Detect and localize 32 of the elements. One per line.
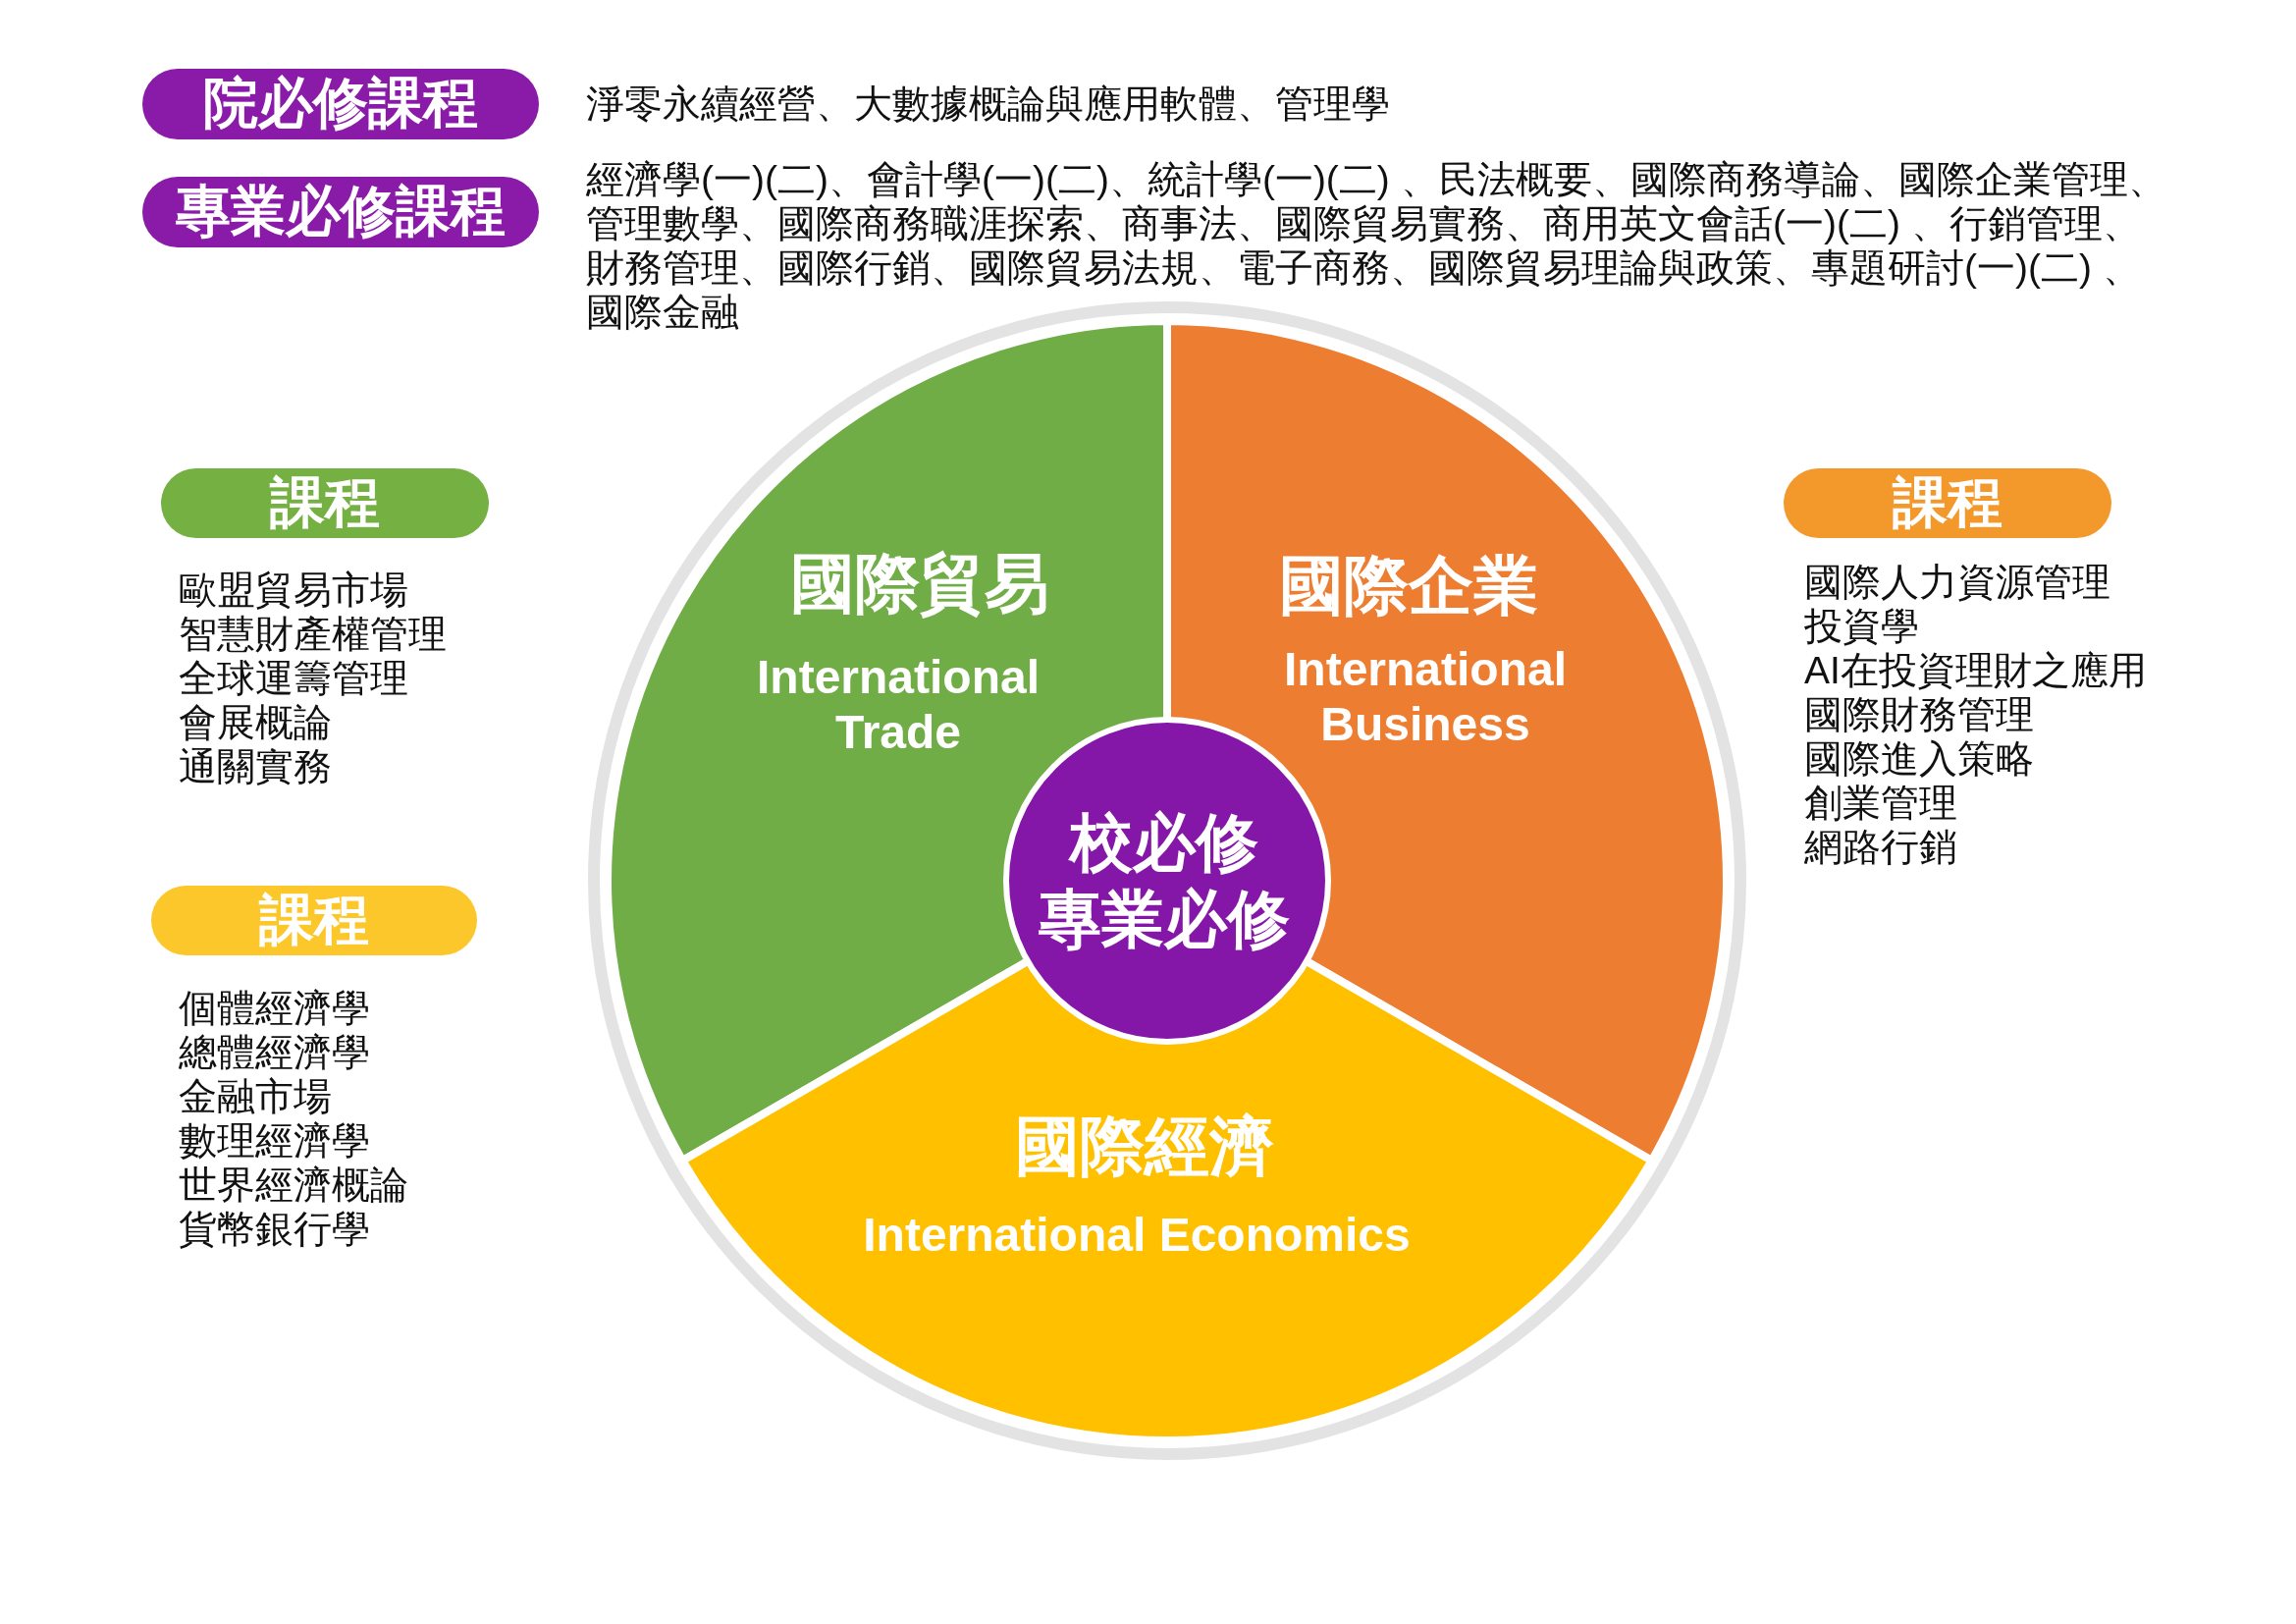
sector-subtitle: International Business	[1283, 642, 1568, 752]
sector-subtitle: International Economics	[862, 1208, 1412, 1263]
course-name: 貨幣銀行學	[179, 1207, 370, 1251]
course-name: 國際進入策略	[1804, 736, 2034, 781]
course-name: 世界經濟概論	[179, 1163, 408, 1207]
course-name: 通關實務	[179, 744, 332, 788]
category-pill: 課程	[1784, 468, 2111, 538]
course-name: 創業管理	[1804, 781, 1957, 825]
sector-subtitle: International Trade	[756, 650, 1041, 760]
sector-title: 國際企業	[1279, 548, 1538, 623]
course-name: 投資學	[1804, 604, 1919, 648]
category-pill: 專業必修課程	[142, 177, 539, 247]
category-pill: 課程	[161, 468, 489, 538]
course-name: 總體經濟學	[179, 1030, 370, 1074]
circle-label: 校必修專業必修	[1038, 806, 1291, 956]
course-name: 網路行銷	[1804, 825, 1957, 869]
course-name: 國際人力資源管理	[1804, 560, 2110, 604]
course-name: 歐盟貿易市場	[179, 568, 408, 612]
category-pill: 院必修課程	[142, 69, 539, 139]
course-name: 個體經濟學	[179, 986, 370, 1030]
course-name: AI在投資理財之應用	[1804, 648, 2147, 692]
course-name: 會展概論	[179, 700, 332, 744]
sector-title: 國際經濟	[1015, 1109, 1274, 1184]
course-list: 經濟學(一)(二)、會計學(一)(二)、統計學(一)(二) 、民法概要、國際商務導論、國際企業管理、管理數學、國際商務職涯探索、商事法、國際貿易實務、商用英文會話(一)(二) 、行銷管理、財務管理、國際行銷、國際貿易法規、電子商務、國際貿易理論與政策、專題研討(一)(二) 、國際金融	[586, 157, 2176, 334]
category-pill: 課程	[151, 886, 477, 955]
sector-title: 國際貿易	[790, 546, 1049, 622]
course-name: 金融市場	[179, 1074, 332, 1118]
course-name: 國際財務管理	[1804, 692, 2034, 736]
course-name: 全球運籌管理	[179, 656, 408, 700]
course-name: 數理經濟學	[179, 1118, 370, 1163]
course-list: 淨零永續經營、大數據概論與應用軟體、管理學	[586, 81, 2220, 126]
course-name: 智慧財產權管理	[179, 612, 447, 656]
